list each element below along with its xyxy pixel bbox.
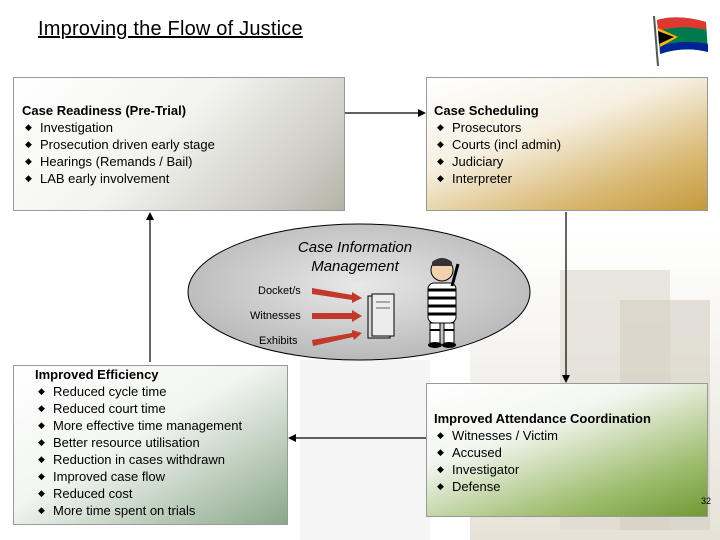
witnesses-label: Witnesses xyxy=(250,310,301,322)
case-information-label: Case Information Management xyxy=(280,238,430,276)
list-item: Investigator xyxy=(434,461,707,478)
case-information-line1: Case Information xyxy=(297,239,413,256)
case-information-line2: Management xyxy=(311,258,399,275)
improved-attendance-heading: Improved Attendance Coordination xyxy=(434,411,651,426)
page-number: 32 xyxy=(701,496,712,506)
case-scheduling-box: Case Scheduling Prosecutors Courts (incl… xyxy=(426,77,708,211)
list-item: Accused xyxy=(434,444,707,461)
prisoner-with-files-icon xyxy=(367,258,460,348)
improved-attendance-list: Witnesses / Victim Accused Investigator … xyxy=(434,427,707,495)
case-scheduling-heading: Case Scheduling xyxy=(434,103,539,118)
exhibits-arrow-icon xyxy=(312,330,362,346)
list-item: Reduced cycle time xyxy=(35,383,287,400)
list-item: Interpreter xyxy=(434,170,707,187)
list-item: Hearings (Remands / Bail) xyxy=(22,153,344,170)
improved-attendance-box: Improved Attendance Coordination Witness… xyxy=(426,383,708,517)
list-item: Better resource utilisation xyxy=(35,434,287,451)
improved-efficiency-list: Reduced cycle time Reduced court time Mo… xyxy=(35,383,287,519)
list-item: Judiciary xyxy=(434,153,707,170)
list-item: More effective time management xyxy=(35,417,287,434)
improved-efficiency-heading: Improved Efficiency xyxy=(35,367,159,382)
exhibits-label: Exhibits xyxy=(259,335,298,347)
list-item: Reduced court time xyxy=(35,400,287,417)
case-readiness-box: Case Readiness (Pre-Trial) Investigation… xyxy=(13,77,345,211)
list-item: Prosecution driven early stage xyxy=(22,136,344,153)
page-title: Improving the Flow of Justice xyxy=(38,18,303,40)
list-item: Reduced cost xyxy=(35,485,287,502)
list-item: Witnesses / Victim xyxy=(434,427,707,444)
witnesses-arrow-icon xyxy=(312,310,362,322)
south-africa-flag-icon xyxy=(653,15,708,67)
case-readiness-list: Investigation Prosecution driven early s… xyxy=(22,119,344,187)
case-readiness-heading: Case Readiness (Pre-Trial) xyxy=(22,103,187,118)
list-item: Improved case flow xyxy=(35,468,287,485)
list-item: LAB early involvement xyxy=(22,170,344,187)
improved-efficiency-box: Improved Efficiency Reduced cycle time R… xyxy=(13,365,288,525)
list-item: More time spent on trials xyxy=(35,502,287,519)
list-item: Courts (incl admin) xyxy=(434,136,707,153)
list-item: Investigation xyxy=(22,119,344,136)
case-scheduling-list: Prosecutors Courts (incl admin) Judiciar… xyxy=(434,119,707,187)
list-item: Defense xyxy=(434,478,707,495)
list-item: Prosecutors xyxy=(434,119,707,136)
docket-label: Docket/s xyxy=(258,285,301,297)
list-item: Reduction in cases withdrawn xyxy=(35,451,287,468)
docket-arrow-icon xyxy=(312,288,362,303)
